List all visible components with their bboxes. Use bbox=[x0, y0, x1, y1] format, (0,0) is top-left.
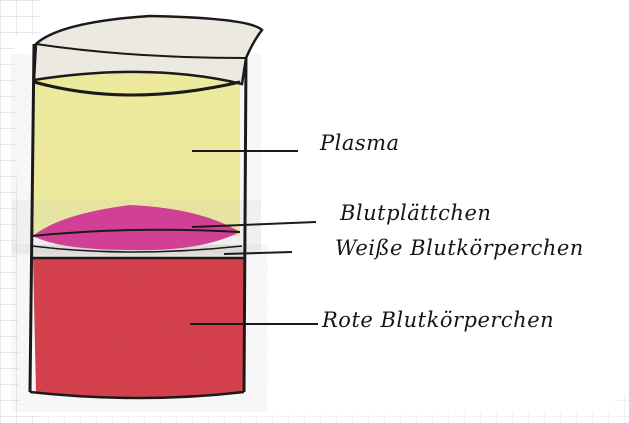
label-red-blood-cells: Rote Blutkörperchen bbox=[322, 308, 554, 332]
label-white-blood-cells: Weiße Blutkörperchen bbox=[335, 236, 584, 260]
label-platelets: Blutplättchen bbox=[340, 201, 491, 225]
red-blood-cells-layer bbox=[33, 258, 246, 398]
label-plasma: Plasma bbox=[320, 131, 400, 155]
